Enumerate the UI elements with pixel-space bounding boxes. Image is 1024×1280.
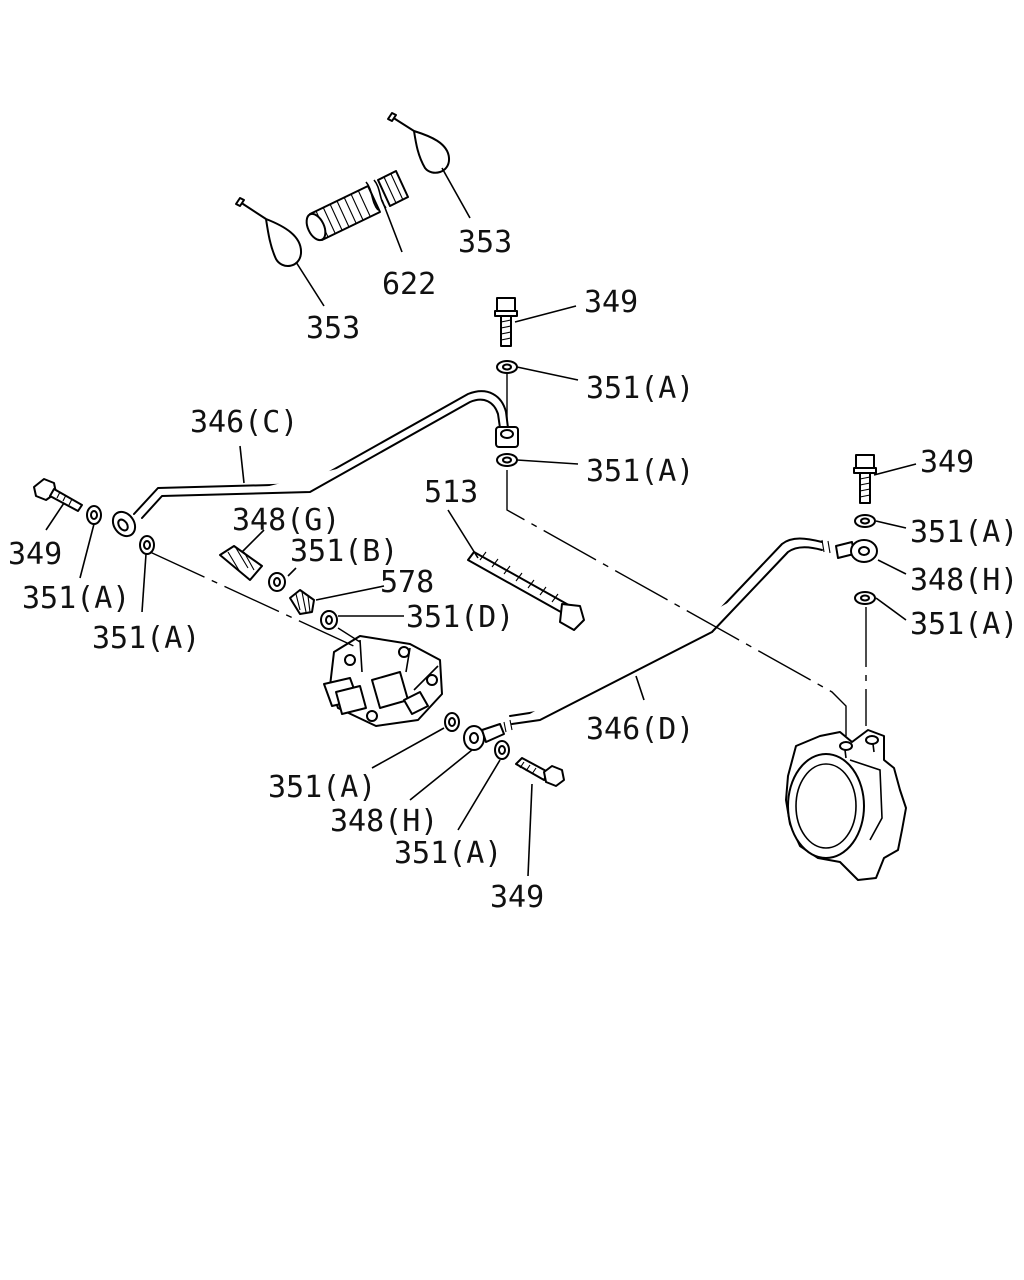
callout-351a-bottom1: 351(A) (268, 770, 376, 805)
washer-351b (268, 572, 286, 592)
corrugated-tube (305, 170, 409, 242)
cable-tie-top (387, 112, 451, 174)
valve-block (323, 635, 443, 727)
callout-353-top: 353 (458, 225, 512, 260)
washer-right2 (854, 591, 876, 605)
callout-578: 578 (380, 565, 434, 600)
washer-left1 (86, 505, 102, 525)
callout-351a-left1: 351(A) (22, 581, 130, 616)
callout-351a-top1: 351(A) (586, 371, 694, 406)
callout-349-top: 349 (584, 285, 638, 320)
washer-left2 (139, 535, 155, 555)
callout-622: 622 (382, 267, 436, 302)
callout-513: 513 (424, 475, 478, 510)
callout-348h-right: 348(H) (910, 563, 1018, 598)
bolt-349-left (33, 478, 83, 512)
bolt-349-right (853, 454, 877, 504)
union-348g (219, 545, 263, 581)
washer-bottom1 (444, 712, 460, 732)
washer-top1 (496, 360, 518, 374)
callout-351a-top2: 351(A) (586, 454, 694, 489)
callout-348h-bottom: 348(H) (330, 804, 438, 839)
pipe-346d (509, 537, 831, 725)
callout-348g: 348(G) (232, 503, 340, 538)
callout-351a-bottom2: 351(A) (394, 836, 502, 871)
callout-353-left: 353 (306, 311, 360, 346)
callout-349-left: 349 (8, 537, 62, 572)
callout-346c: 346(C) (190, 405, 298, 440)
callout-346d: 346(D) (586, 712, 694, 747)
eye-joint-348h-bottom (463, 719, 513, 751)
callout-351a-right1: 351(A) (910, 515, 1018, 550)
callout-351a-left2: 351(A) (92, 621, 200, 656)
cable-tie-513 (467, 551, 585, 631)
washer-351d (320, 610, 338, 630)
cable-tie-left (235, 197, 303, 267)
plug-578 (289, 589, 315, 615)
assembly-lines (149, 372, 867, 736)
eye-joint-348h-right (835, 539, 878, 563)
callout-349-bottom: 349 (490, 880, 544, 915)
callout-351b: 351(B) (290, 534, 398, 569)
washer-top2 (496, 453, 518, 467)
washer-right1 (854, 514, 876, 528)
pipe-346c (111, 390, 519, 538)
leader-lines (45, 167, 917, 877)
callout-349-right: 349 (920, 445, 974, 480)
washer-bottom2 (494, 740, 510, 760)
bolt-349-top (494, 297, 518, 347)
pump-body (785, 729, 907, 881)
bolt-349-bottom (515, 757, 565, 787)
callouts: 353 622 353 349 351(A) 346(C) 351(A) 349… (8, 225, 1018, 915)
callout-351d: 351(D) (406, 600, 514, 635)
callout-351a-right2: 351(A) (910, 607, 1018, 642)
